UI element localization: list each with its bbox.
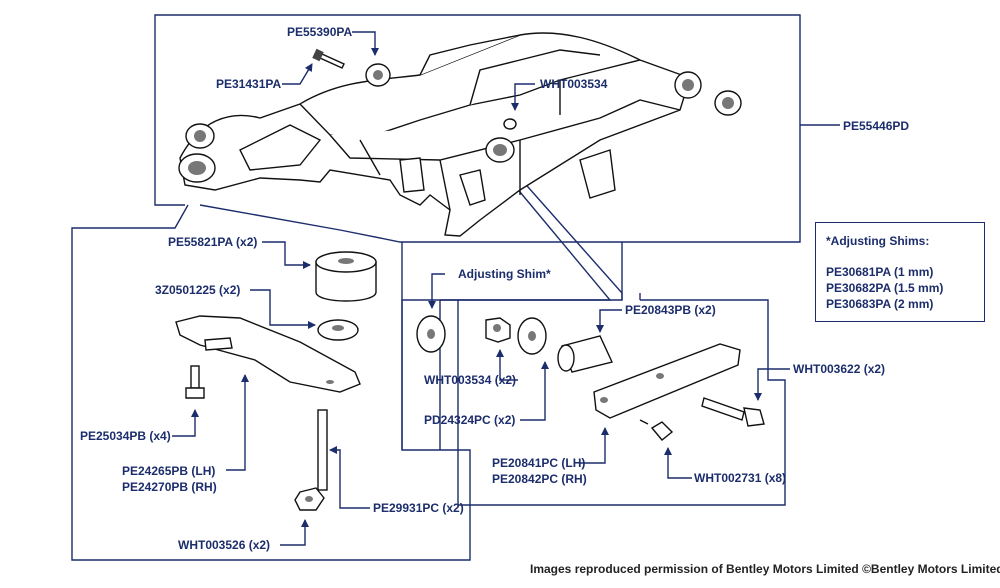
- shim-item-1: PE30681PA (1 mm): [826, 265, 934, 279]
- shim-parts: [416, 315, 547, 355]
- lower-arm-parts: [557, 335, 765, 441]
- label-pe25034pb: PE25034PB (x4): [80, 429, 171, 443]
- label-pe29931pc: PE29931PC (x2): [373, 501, 464, 515]
- shim-item-2: PE30682PA (1.5 mm): [826, 281, 944, 295]
- copyright-credit: Images reproduced permission of Bentley …: [530, 562, 1000, 576]
- label-pe24265pb: PE24265PB (LH): [122, 464, 216, 478]
- label-pe55446pd: PE55446PD: [843, 119, 910, 133]
- label-adjusting-shim: Adjusting Shim*: [458, 267, 551, 281]
- rear-subframe-drawing: [178, 32, 702, 237]
- left-mount-parts: [175, 251, 377, 511]
- top-bushes: [185, 48, 742, 149]
- label-wht002731: WHT002731 (x8): [694, 471, 787, 485]
- label-3z0501225: 3Z0501225 (x2): [155, 283, 241, 297]
- label-wht003534-bottom: WHT003534 (x2): [424, 373, 517, 387]
- label-wht003622: WHT003622 (x2): [793, 362, 886, 376]
- label-pe55821pa: PE55821PA (x2): [168, 235, 258, 249]
- label-wht003526: WHT003526 (x2): [178, 538, 271, 552]
- label-wht003534-top: WHT003534: [540, 77, 608, 91]
- label-pe20843pb: PE20843PB (x2): [625, 303, 716, 317]
- label-pe55390pa: PE55390PA: [287, 25, 353, 39]
- callout-frames: [71, 14, 801, 561]
- leader-lines: [172, 31, 840, 546]
- label-pe20842pc: PE20842PC (RH): [492, 472, 587, 486]
- adjusting-shims-box: *Adjusting Shims: PE30681PA (1 mm) PE306…: [815, 222, 985, 322]
- label-pe20841pc: PE20841PC (LH): [492, 456, 586, 470]
- label-pe24270pb: PE24270PB (RH): [122, 480, 217, 494]
- shims-title: *Adjusting Shims:: [826, 234, 930, 248]
- label-pe31431pa: PE31431PA: [216, 77, 282, 91]
- label-pd24324pc: PD24324PC (x2): [424, 413, 516, 427]
- shim-item-3: PE30683PA (2 mm): [826, 297, 934, 311]
